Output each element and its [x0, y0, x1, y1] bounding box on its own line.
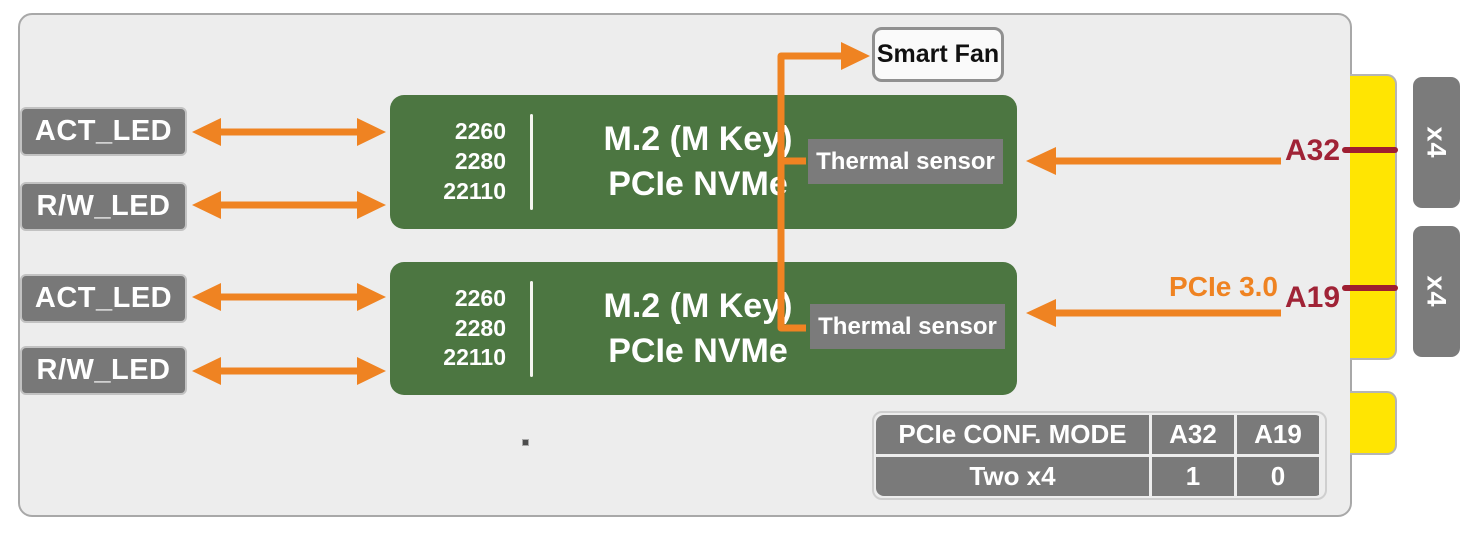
m2-slot-2-title: M.2 (M Key) PCIe NVMe: [553, 284, 843, 374]
m2-slot-1-title: M.2 (M Key) PCIe NVMe: [553, 117, 843, 207]
table-cell-a19-value: 0: [1237, 457, 1319, 496]
rw-led-box-slot2: R/W_LED: [20, 346, 187, 395]
table-header-mode: PCIe CONF. MODE: [876, 415, 1149, 454]
slot-divider-line: [530, 114, 533, 210]
smart-fan-label: Smart Fan: [876, 40, 1000, 68]
lane-group-x4-top: x4: [1413, 77, 1460, 208]
rw-led-label: R/W_LED: [36, 190, 171, 222]
slot-title-line1: M.2 (M Key): [603, 286, 793, 325]
table-cell-mode-value: Two x4: [876, 457, 1149, 496]
act-led-label: ACT_LED: [34, 115, 173, 147]
size-22110: 22110: [443, 344, 506, 371]
table-cell-a32-value: 1: [1152, 457, 1234, 496]
slot-title-line2: PCIe NVMe: [608, 165, 788, 203]
stray-dot-artifact: [522, 439, 529, 446]
size-2260: 2260: [454, 284, 506, 311]
rw-led-box-slot1: R/W_LED: [20, 182, 187, 231]
pcie-conf-mode-grid: PCIe CONF. MODE A32 A19 Two x4 1 0: [876, 415, 1323, 496]
pcie-edge-connector-tab: [1350, 391, 1397, 455]
size-22110: 22110: [443, 177, 506, 204]
m2-slot-2-content: 2260 2280 22110 M.2 (M Key) PCIe NVMe: [390, 262, 1017, 395]
thermal-sensor-2: Thermal sensor: [810, 304, 1005, 349]
act-led-label: ACT_LED: [34, 282, 173, 314]
table-header-a32: A32: [1152, 415, 1234, 454]
smart-fan-box: Smart Fan: [872, 27, 1004, 82]
pin-a19-label: A19: [1285, 281, 1341, 314]
thermal-sensor-1-label: Thermal sensor: [816, 147, 995, 175]
act-led-box-slot1: ACT_LED: [20, 107, 187, 156]
slot-title-line1: M.2 (M Key): [603, 120, 793, 159]
m2-slot-2-sizes: 2260 2280 22110: [438, 284, 506, 374]
thermal-sensor-1: Thermal sensor: [808, 139, 1003, 184]
x4-label: x4: [1421, 126, 1452, 159]
lane-group-x4-bottom: x4: [1413, 226, 1460, 357]
slot-divider-line: [530, 280, 533, 377]
size-2280: 2280: [454, 314, 506, 341]
size-2260: 2260: [454, 118, 506, 145]
rw-led-label: R/W_LED: [36, 354, 171, 386]
pcie-conf-mode-table: PCIe CONF. MODE A32 A19 Two x4 1 0: [872, 411, 1327, 500]
m2-slot-1-content: 2260 2280 22110 M.2 (M Key) PCIe NVMe: [390, 95, 1017, 229]
x4-label: x4: [1421, 275, 1452, 308]
pcie-3-0-label: PCIe 3.0: [1169, 271, 1278, 302]
slot-title-line2: PCIe NVMe: [608, 331, 788, 370]
table-header-a19: A19: [1237, 415, 1319, 454]
act-led-box-slot2: ACT_LED: [20, 274, 187, 323]
size-2280: 2280: [454, 148, 506, 175]
m2-slot-1-sizes: 2260 2280 22110: [438, 117, 506, 207]
thermal-sensor-2-label: Thermal sensor: [818, 312, 997, 340]
m2-slot-1: 2260 2280 22110 M.2 (M Key) PCIe NVMe Th…: [390, 95, 1017, 229]
m2-slot-2: 2260 2280 22110 M.2 (M Key) PCIe NVMe Th…: [390, 262, 1017, 395]
pcie-edge-connector-main: [1350, 74, 1397, 360]
pin-a32-label: A32: [1285, 134, 1341, 167]
